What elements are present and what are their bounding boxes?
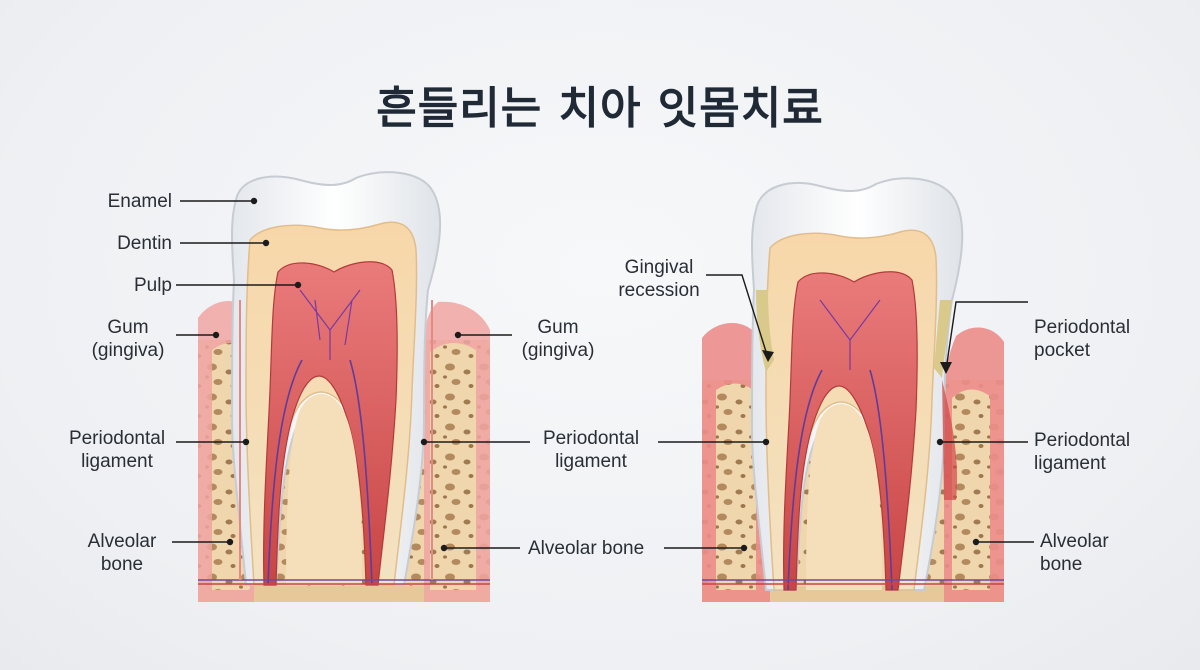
leader-lines	[172, 200, 1034, 549]
label-dentin: Dentin	[117, 233, 172, 254]
diseased-pulp	[782, 271, 918, 591]
label-bone-middle: Alveolar bone	[528, 538, 645, 559]
healthy-pulp	[262, 261, 398, 586]
plaque-right	[934, 300, 952, 378]
diseased-tooth	[702, 177, 1004, 602]
label-enamel: Enamel	[107, 191, 172, 212]
label-gum-left: Gum(gingiva)	[91, 317, 165, 361]
leader-dots	[212, 197, 980, 552]
label-pulp: Pulp	[133, 275, 172, 296]
periodontal-pocket-area	[942, 380, 958, 500]
label-gum-right: Gum(gingiva)	[521, 317, 595, 361]
page-title: 흔들리는 치아 잇몸치료	[376, 83, 824, 134]
healthy-tooth	[198, 171, 490, 602]
